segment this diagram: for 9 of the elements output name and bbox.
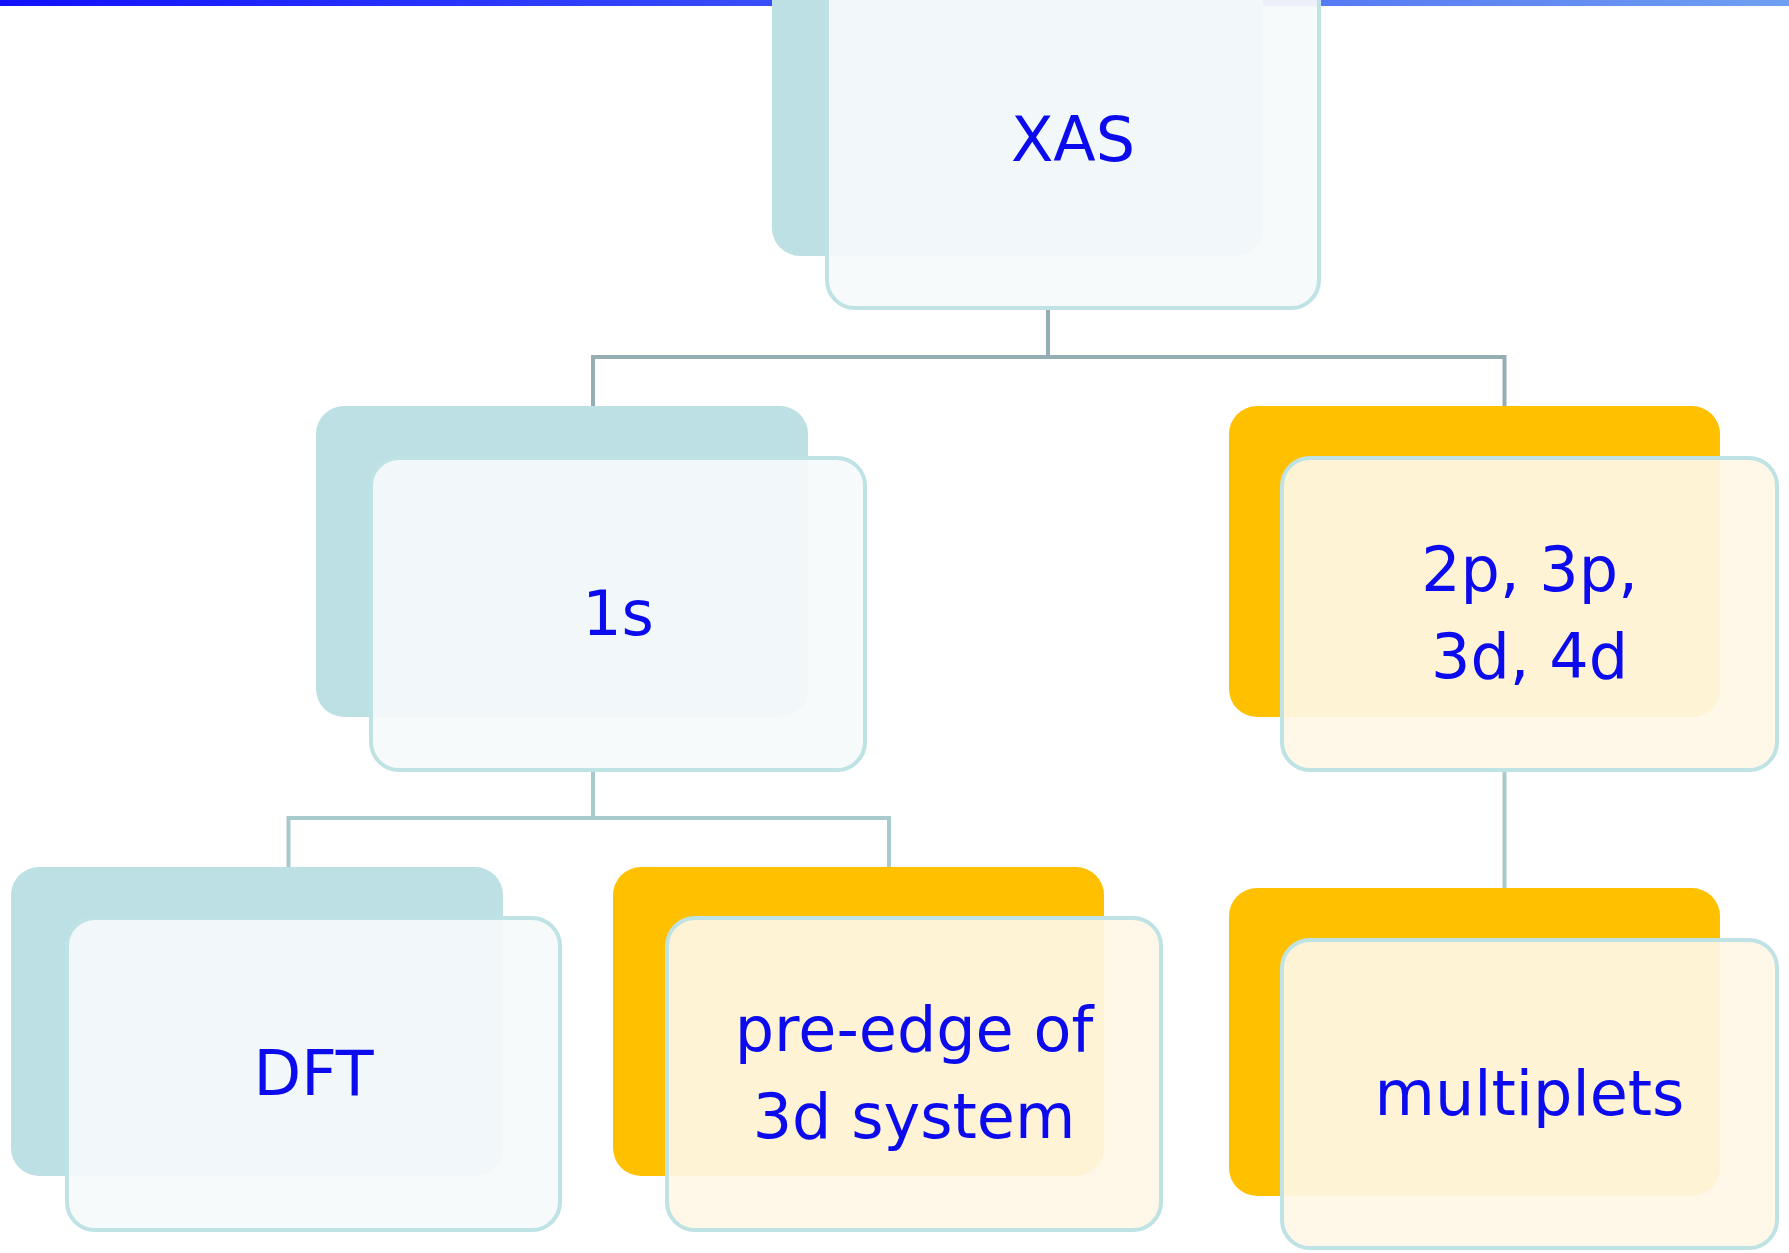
node-label: 1s <box>581 575 655 652</box>
connector-line <box>591 772 891 867</box>
node-label: multiplets <box>1373 1055 1686 1132</box>
node-label: pre-edge of 3d system <box>733 992 1096 1155</box>
node-label: XAS <box>1009 101 1137 178</box>
connector-line <box>1046 310 1507 406</box>
node-label: DFT <box>252 1035 375 1112</box>
node-label: 2p, 3p, 3d, 4d <box>1420 532 1639 695</box>
connector-line <box>1502 772 1507 888</box>
